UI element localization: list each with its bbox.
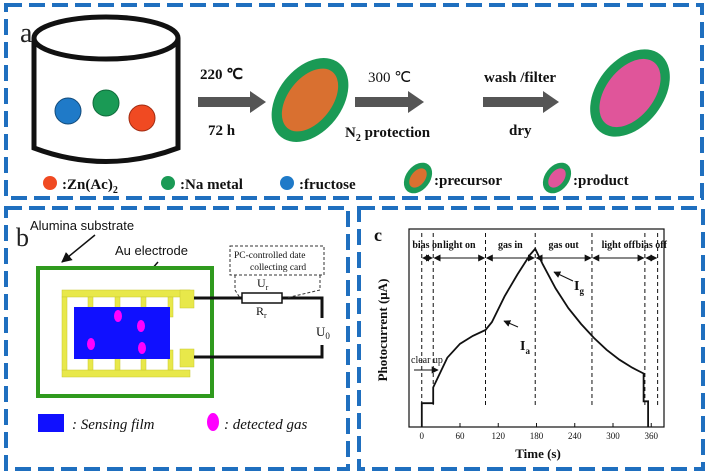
phase-label: bias on xyxy=(412,240,443,251)
panel-c-label: c xyxy=(374,225,382,245)
gas-molecule xyxy=(114,310,122,322)
na-ball xyxy=(92,89,120,117)
gas-molecule xyxy=(137,320,145,332)
legend-product-label: :product xyxy=(573,173,629,189)
gas-molecule xyxy=(138,342,146,354)
x-tick-label: 60 xyxy=(456,431,466,441)
legend-gas-swatch xyxy=(207,413,219,431)
phase-label: light off xyxy=(602,240,636,251)
collecting-card-line1: PC-controlled date xyxy=(234,251,306,261)
chart-ylabel: Photocurrent (μA) xyxy=(375,279,390,382)
fructose-ball xyxy=(54,97,82,125)
collecting-card-line2: collecting card xyxy=(250,263,306,273)
annotation-ig-arrow xyxy=(553,271,574,282)
step1-temp: 220 ℃ xyxy=(200,67,243,83)
au-electrode xyxy=(61,289,195,378)
circuit-wires xyxy=(194,296,324,359)
step1-arrow xyxy=(198,91,266,113)
legend-fructose-dot xyxy=(280,176,294,190)
phase-label: light on xyxy=(443,240,476,251)
product-core xyxy=(599,58,661,128)
x-tick-label: 300 xyxy=(606,431,620,441)
legend-film-label: : Sensing film xyxy=(72,417,155,433)
panel-c-frame xyxy=(357,206,705,471)
step3-dry: dry xyxy=(509,123,532,139)
u0-label: U0 xyxy=(316,324,330,341)
phase-label: gas in xyxy=(498,240,523,251)
legend-na-dot xyxy=(161,176,175,190)
legend-fructose-label: :fructose xyxy=(299,177,356,193)
phase-label: gas out xyxy=(548,240,579,251)
legend-na-label: :Na metal xyxy=(180,177,243,193)
panel-b-label: b xyxy=(16,223,29,252)
rr-label: Rr xyxy=(256,304,267,320)
legend-zn-label: :Zn(Ac)2 xyxy=(62,177,118,196)
legend-precursor-label: :precursor xyxy=(434,173,502,189)
step3-wash: wash /filter xyxy=(484,70,556,86)
step2-temp: 300 ℃ xyxy=(368,70,411,86)
step2-atmosphere: N2 protection xyxy=(345,125,431,144)
card-leads xyxy=(234,275,321,299)
annotation-ia: Ia xyxy=(520,339,530,356)
panel-a-label: a xyxy=(20,18,33,49)
zn-ball xyxy=(128,104,156,132)
legend-film-swatch xyxy=(38,414,64,432)
electrode-label: Au electrode xyxy=(115,243,188,258)
x-tick-label: 180 xyxy=(530,431,544,441)
annotation-ia-arrow xyxy=(503,320,519,328)
annotation-clear-up: clear up xyxy=(411,355,443,366)
resistor-rr xyxy=(241,292,283,304)
x-tick-label: 120 xyxy=(492,431,506,441)
x-tick-label: 240 xyxy=(568,431,582,441)
substrate-label: Alumina substrate xyxy=(30,218,134,233)
sensing-film xyxy=(74,307,170,359)
legend-gas-label: : detected gas xyxy=(224,417,307,433)
panel-b-frame xyxy=(4,206,350,471)
collecting-card-box xyxy=(229,245,325,276)
photocurrent-series-line xyxy=(420,247,649,427)
reactor-cylinder xyxy=(31,14,181,164)
substrate-pointer xyxy=(61,234,96,263)
legend-zn-dot xyxy=(43,176,57,190)
precursor-core xyxy=(281,68,339,132)
phase-label: bias off xyxy=(636,240,668,251)
legend-product-core xyxy=(548,168,566,188)
chart-xlabel: Time (s) xyxy=(515,446,561,461)
panel-a-frame xyxy=(4,3,704,200)
x-tick-label: 360 xyxy=(645,431,659,441)
x-tick-label: 0 xyxy=(420,431,425,441)
step3-arrow xyxy=(483,91,559,113)
annotation-ig: Ig xyxy=(574,279,584,296)
legend-precursor-core xyxy=(409,168,427,188)
ur-label: Ur xyxy=(257,276,269,292)
gas-molecule xyxy=(87,338,95,350)
step2-arrow xyxy=(355,91,424,113)
step1-time: 72 h xyxy=(208,123,236,139)
chart-plot-area xyxy=(408,228,665,428)
